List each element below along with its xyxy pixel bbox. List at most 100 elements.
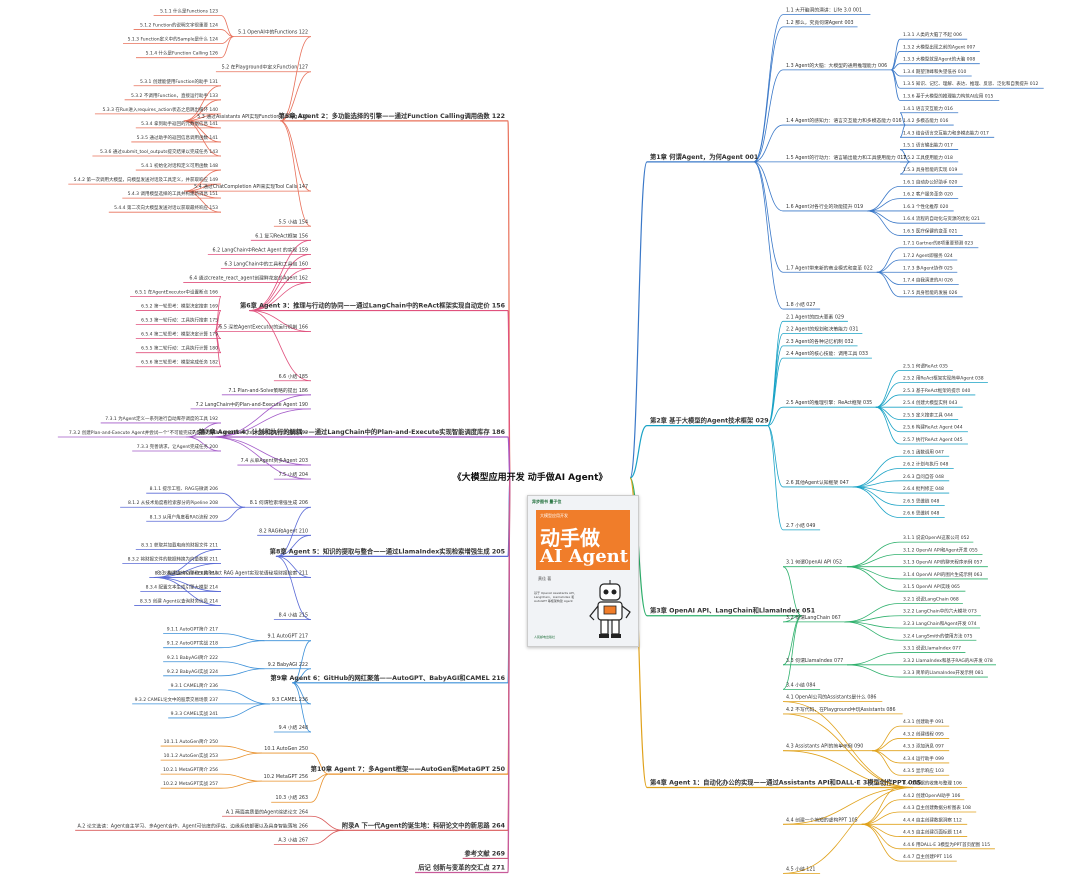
right-node-4-3-4[interactable]: 4.3.4 运行助手 099 bbox=[903, 755, 944, 762]
right-node-2-4[interactable]: 2.4 Agent的核心技能：调用工具 033 bbox=[786, 350, 868, 357]
right-node-3-3[interactable]: 3.3 何谓LlamaIndex 077 bbox=[786, 657, 843, 664]
right-node-1-3-3[interactable]: 1.3.3 大模型就是Agent的大脑 008 bbox=[903, 56, 975, 63]
right-node-1-4-3[interactable]: 1.4.3 结合语言交互能力和多模态能力 017 bbox=[903, 129, 989, 136]
right-node-2-5-5[interactable]: 2.5.5 定义搜索工具 044 bbox=[903, 411, 953, 418]
left-node-8-1-1[interactable]: 8.1.1 提示工程、RAG与微调 206 bbox=[150, 485, 218, 492]
right-node-2-1[interactable]: 2.1 Agent的四大要素 029 bbox=[786, 313, 844, 320]
right-node-1-4-1[interactable]: 1.4.1 语言交互能力 016 bbox=[903, 105, 953, 112]
right-node-4-4-3[interactable]: 4.4.3 自主创建数据分析图表 108 bbox=[903, 804, 971, 811]
right-node-4-4-7[interactable]: 4.4.7 自主创建PPT 116 bbox=[903, 853, 952, 860]
left-node-9-3-3[interactable]: 9.3.3 CAMEL实战 241 bbox=[171, 710, 218, 717]
left-node-5-4-3[interactable]: 5.4.3 调用模型选择的工具并构建新消息 151 bbox=[128, 190, 219, 197]
right-node-3-1-4[interactable]: 3.1.4 OpenAI API的图片生成示例 063 bbox=[903, 571, 983, 578]
right-node-2-6-4[interactable]: 2.6.4 批判修正 048 bbox=[903, 485, 944, 492]
right-node-4-2[interactable]: 4.2 不写代码，在Playground中玩Assistants 086 bbox=[786, 706, 896, 713]
right-node-4-3-5[interactable]: 4.3.5 显示响应 103 bbox=[903, 767, 944, 774]
left-node-7-3-3[interactable]: 7.3.3 完善请求，让Agent完成任务 200 bbox=[137, 443, 218, 450]
right-node-1-5[interactable]: 1.5 Agent的行动力：语言输出能力和工具使用能力 017 bbox=[786, 154, 906, 161]
left-node-a-3[interactable]: A.3 小结 267 bbox=[278, 836, 308, 843]
left-node-a-2[interactable]: A.2 论文选读：Agent自主学习、多Agent合作、Agent可信度的评估、… bbox=[78, 822, 308, 829]
left-node-5[interactable]: 第5章 Agent 2：多功能选择的引擎——通过Function Calling… bbox=[279, 111, 505, 120]
left-node-9-3-2[interactable]: 9.3.2 CAMEL论文中的股票交易场景 237 bbox=[135, 696, 218, 703]
left-node-7-4[interactable]: 7.4 从单Agent到多Agent 203 bbox=[241, 457, 308, 464]
left-node-10-1[interactable]: 10.1 AutoGen 250 bbox=[264, 746, 308, 752]
right-node-1-7-1[interactable]: 1.7.1 Gartner的8项重要预测 023 bbox=[903, 240, 973, 247]
right-node-4-4-2[interactable]: 4.4.2 创建OpenAI助手 106 bbox=[903, 792, 960, 799]
left-node-6-5[interactable]: 6.5 深挖AgentExecutor的运行机制 166 bbox=[219, 324, 308, 331]
left-node-5-1-4[interactable]: 5.1.4 什么是Function Calling 126 bbox=[146, 50, 218, 57]
left-node-a-1[interactable]: A.1 两篇高质量的Agent综述论文 264 bbox=[226, 808, 308, 815]
left-node-10-1-1[interactable]: 10.1.1 AutoGen简介 250 bbox=[164, 738, 218, 745]
right-node-2-6-3[interactable]: 2.6.3 自问自答 048 bbox=[903, 473, 944, 480]
left-node-5-4-4[interactable]: 5.4.4 第二次向大模型发送对话以获取最终响应 153 bbox=[114, 204, 218, 211]
right-node-3-1-3[interactable]: 3.1.3 OpenAI API的聊天程序示例 057 bbox=[903, 559, 983, 566]
right-node-4-3-1[interactable]: 4.3.1 创建助手 091 bbox=[903, 718, 944, 725]
left-node-8-2[interactable]: 8.2 RAG和Agent 210 bbox=[259, 527, 308, 534]
right-node-2-2[interactable]: 2.2 Agent的规划和决策能力 031 bbox=[786, 326, 858, 333]
left-node-10-2-1[interactable]: 10.2.1 MetaGPT简介 256 bbox=[163, 766, 218, 773]
right-node-3-1-1[interactable]: 3.1.1 说说OpenAI这家公司 052 bbox=[903, 534, 969, 541]
left-node-8-3-2[interactable]: 8.3.2 将财报文件的数据转换为向量数据 211 bbox=[128, 555, 219, 562]
right-node-1-1[interactable]: 1.1 大开脑洞的演讲：Life 3.0 001 bbox=[786, 7, 862, 14]
right-node-3-1-5[interactable]: 3.1.5 OpenAI API实践 065 bbox=[903, 583, 960, 590]
right-node-3-1-2[interactable]: 3.1.2 OpenAI API和Agent开发 055 bbox=[903, 546, 978, 553]
left-node-271[interactable]: 后记 创新与变革的交汇点 271 bbox=[418, 862, 505, 871]
right-node-4-4-4[interactable]: 4.4.4 自主创建数据洞察 112 bbox=[903, 816, 962, 823]
right-node-2-6-6[interactable]: 2.6.6 思维树 048 bbox=[903, 510, 940, 517]
right-node-1-5-3[interactable]: 1.5.3 具身智能的实现 019 bbox=[903, 166, 958, 173]
right-node-2-5-7[interactable]: 2.5.7 执行ReAct Agent 045 bbox=[903, 436, 963, 443]
left-node-269[interactable]: 参考文献 269 bbox=[464, 848, 505, 857]
left-node-8-1-3[interactable]: 8.1.3 从用户角度看RAG流程 209 bbox=[150, 513, 218, 520]
left-node-5-1-2[interactable]: 5.1.2 Function的说明文字很重要 124 bbox=[140, 22, 218, 29]
right-node-1-6-2[interactable]: 1.6.2 客户服务革命 020 bbox=[903, 191, 953, 198]
right-node-1-7-3[interactable]: 1.7.3 多Agent协作 025 bbox=[903, 264, 953, 271]
right-node-3-4[interactable]: 3.4 小结 084 bbox=[786, 681, 815, 688]
right-node-2-5[interactable]: 2.5 Agent的推理引擎：ReAct框架 035 bbox=[786, 399, 872, 406]
left-node-6[interactable]: 第6章 Agent 3：推理与行动的协同——通过LangChain中的ReAct… bbox=[240, 301, 506, 310]
left-node-7-2[interactable]: 7.2 LangChain中的Plan-and-Execute Agent 19… bbox=[196, 401, 308, 408]
left-node-6-5-4[interactable]: 6.5.4 第二轮思考：模型决定计算 179 bbox=[141, 331, 218, 338]
left-node-6-4[interactable]: 6.4 通过create_react_agent创建鲜花定价Agent 162 bbox=[189, 274, 308, 281]
right-node-1-7-5[interactable]: 1.7.5 具身智能的发展 026 bbox=[903, 289, 958, 296]
left-node-8-3-4[interactable]: 8.3.4 配置文本生成引擎大模型 214 bbox=[146, 584, 219, 591]
right-node-1-4[interactable]: 1.4 Agent的感知力：语言交互能力和多模态能力 016 bbox=[786, 117, 902, 124]
left-node-9-1-1[interactable]: 9.1.1 AutoGPT简介 217 bbox=[167, 626, 218, 633]
left-node-5-4-1[interactable]: 5.4.1 初始化对话和定义可用函数 148 bbox=[141, 162, 218, 169]
left-node-6-1[interactable]: 6.1 复习ReAct框架 156 bbox=[255, 232, 308, 239]
left-node-6-2[interactable]: 6.2 LangChain中ReAct Agent 的实现 159 bbox=[213, 246, 308, 253]
right-node-4-4-6[interactable]: 4.4.6 用DALL·E 3模型为PPT首页配图 115 bbox=[903, 841, 990, 848]
left-node-9-2[interactable]: 9.2 BabyAGI 222 bbox=[268, 662, 308, 668]
right-node-4-5[interactable]: 4.5 小结 121 bbox=[786, 865, 815, 872]
left-node-8[interactable]: 第8章 Agent 5：知识的提取与整合——通过LlamaIndex实现检索增强… bbox=[270, 546, 505, 555]
left-node-9-2-2[interactable]: 9.2.2 BabyAGI实战 224 bbox=[167, 668, 218, 675]
left-node-5-5[interactable]: 5.5 小结 154 bbox=[279, 218, 308, 225]
right-node-4-3-3[interactable]: 4.3.3 添加消息 097 bbox=[903, 743, 944, 750]
left-node-9[interactable]: 第9章 Agent 6：GitHub的网红聚落——AutoGPT、BabyAGI… bbox=[270, 673, 505, 682]
right-node-2-6-5[interactable]: 2.6.5 思维链 048 bbox=[903, 497, 940, 504]
right-node-1[interactable]: 第1章 何谓Agent，为何Agent 001 bbox=[650, 152, 758, 161]
left-node-8-1-2[interactable]: 8.1.2 从技术角度看检索部分的Pipeline 208 bbox=[128, 499, 218, 506]
right-node-1-3-1[interactable]: 1.3.1 人类的大脑了不起 006 bbox=[903, 31, 962, 38]
right-node-2-5-1[interactable]: 2.5.1 何谓ReAct 035 bbox=[903, 362, 948, 369]
right-node-2-3[interactable]: 2.3 Agent的各种记忆机制 032 bbox=[786, 338, 854, 345]
left-node-7-3-1[interactable]: 7.3.1 为Agent定义一系列进行自动库存调度的工具 192 bbox=[105, 415, 218, 422]
left-node-6-6[interactable]: 6.6 小结 185 bbox=[279, 373, 308, 380]
left-node-7[interactable]: 第7章 Agent 4：计划和执行的解耦——通过LangChain中的Plan-… bbox=[199, 427, 506, 436]
left-node-6-5-5[interactable]: 6.5.5 第二轮行动：工具执行计算 180 bbox=[141, 345, 218, 352]
right-node-1-7[interactable]: 1.7 Agent带来新的商业模式和变革 022 bbox=[786, 264, 873, 271]
right-node-4-1[interactable]: 4.1 OpenAI公司的Assistants是什么 086 bbox=[786, 694, 876, 701]
left-node-6-5-6[interactable]: 6.5.6 第三轮思考：模型完成任务 182 bbox=[141, 359, 218, 366]
left-node-8-1[interactable]: 8.1 何谓检索增强生成 206 bbox=[250, 499, 308, 506]
right-node-4-4-1[interactable]: 4.4.1 数据的收集与整理 106 bbox=[903, 779, 962, 786]
right-node-2-5-3[interactable]: 2.5.3 基于ReAct框架的提示 040 bbox=[903, 387, 970, 394]
left-node-9-1[interactable]: 9.1 AutoGPT 217 bbox=[267, 634, 308, 640]
left-node-5-3-4[interactable]: 5.3.4 拿到助手返回的元数据信息 141 bbox=[141, 120, 218, 127]
right-node-4-4[interactable]: 4.4 创建一个简短的虚构PPT 105 bbox=[786, 816, 858, 823]
left-node-a[interactable]: 附录A 下一代Agent的诞生地：科研论文中的新思路 264 bbox=[342, 820, 506, 829]
right-node-4-3[interactable]: 4.3 Assistants API的简单示例 090 bbox=[786, 743, 863, 750]
left-node-5-3-1[interactable]: 5.3.1 创建能使用Function的助手 131 bbox=[140, 78, 218, 85]
left-node-5-1[interactable]: 5.1 OpenAI中的Functions 122 bbox=[238, 29, 308, 36]
left-node-7-1[interactable]: 7.1 Plan-and-Solve策略的提出 186 bbox=[228, 387, 308, 394]
right-node-3-3-1[interactable]: 3.3.1 说说LlamaIndex 077 bbox=[903, 645, 961, 652]
left-node-5-1-3[interactable]: 5.1.3 Function定义中的Sample是什么 124 bbox=[128, 36, 219, 43]
